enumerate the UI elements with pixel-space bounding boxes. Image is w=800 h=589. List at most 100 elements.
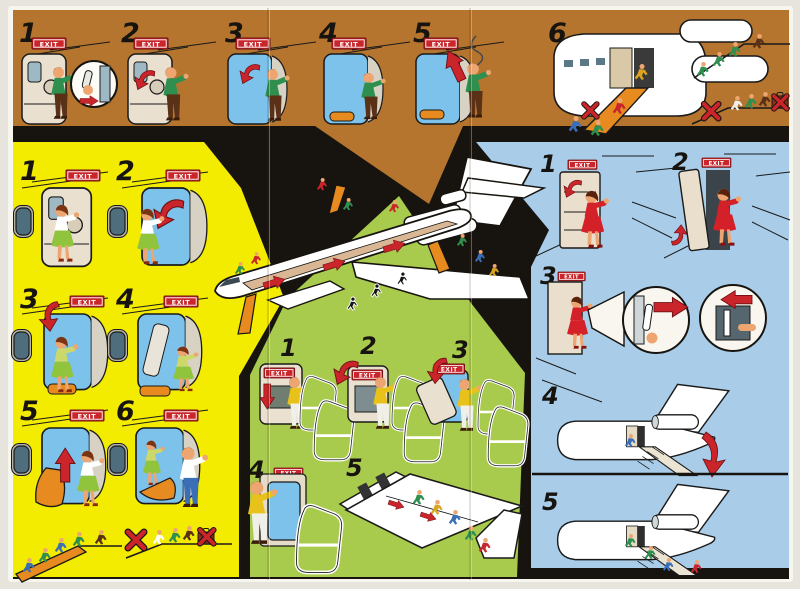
step-tile-main-1: 1 EXIT	[12, 156, 109, 268]
right-wing	[350, 261, 531, 300]
exit-sign: EXIT	[331, 37, 367, 50]
step-tile-main-4: 4 EXIT	[106, 284, 209, 397]
step-tile-overwing-3: 3 EXIT	[416, 336, 530, 468]
exit-sign: EXIT	[69, 409, 105, 422]
step-number: 2	[360, 332, 377, 360]
step-number: 6	[116, 396, 135, 427]
exit-sign-label: EXIT	[271, 371, 288, 377]
cabin-window	[106, 442, 129, 477]
step-tile-tail-1: 1 EXIT	[535, 150, 677, 257]
exit-sign-label: EXIT	[575, 163, 591, 169]
step-number: 4	[115, 284, 135, 315]
cabin-window	[106, 204, 129, 239]
slide-pack-upright	[142, 323, 170, 377]
step-number: 5	[542, 488, 559, 516]
brown-wedge	[315, 126, 463, 204]
step-tile-overwing-4: 4 EXIT	[247, 456, 344, 575]
slide-pack	[419, 109, 445, 120]
exit-sign: EXIT	[235, 37, 271, 50]
exit-sign: EXIT	[31, 37, 67, 50]
step-tile-forward-4: 4 EXIT	[318, 18, 411, 125]
step-tile-overwing-1: 1 EXIT	[259, 334, 356, 462]
step-tile-forward-5: 5 EXIT	[413, 18, 505, 125]
open-exit	[375, 472, 391, 490]
exit-sign: EXIT	[557, 271, 586, 282]
exit-sign-label: EXIT	[432, 40, 451, 48]
aircraft-evacuation-diagram	[214, 155, 547, 335]
run-clear-scene	[691, 34, 790, 125]
step-tile-main-6: 6 EXIT	[106, 396, 209, 508]
cabin-window	[106, 328, 129, 363]
cabin-floor	[242, 220, 459, 291]
exit-sign-label: EXIT	[441, 367, 458, 373]
exit-sign-label: EXIT	[142, 40, 161, 48]
step-tile-tail-5: 5	[542, 483, 730, 577]
step-tile-main-3: 3 EXIT	[10, 284, 109, 395]
exit-sign-label: EXIT	[74, 172, 93, 180]
step-tile-forward-1: 1 EXIT	[19, 18, 118, 125]
inflated-slide	[138, 477, 176, 501]
exit-sign: EXIT	[165, 169, 201, 182]
cabin-window	[10, 442, 33, 477]
slide-evacuation-scene	[14, 530, 122, 583]
step-tile-forward-2: 2 EXIT	[121, 18, 217, 125]
exit-sign-label: EXIT	[172, 412, 191, 420]
step-tile-main-5: 5 EXIT	[10, 396, 109, 508]
exit-sign: EXIT	[65, 169, 101, 182]
no-luggage-scene	[126, 526, 232, 559]
exit-sign-label: EXIT	[78, 412, 97, 420]
rear-fuselage	[553, 19, 769, 117]
exit-sign-label: EXIT	[78, 298, 97, 306]
step-number: 4	[541, 382, 559, 410]
exit-sign: EXIT	[567, 159, 598, 170]
step-number: 3	[20, 284, 39, 315]
engine-pod	[679, 19, 753, 43]
exit-sign-label: EXIT	[359, 373, 376, 379]
exit-sign-label: EXIT	[564, 275, 579, 281]
exit-sign: EXIT	[163, 295, 199, 308]
detail-magnifier	[70, 60, 118, 108]
step-tile-tail-2: 2 EXIT	[663, 148, 791, 259]
slide-pack	[139, 385, 171, 397]
exit-sign: EXIT	[133, 37, 169, 50]
slide-pack	[47, 383, 77, 395]
escape-slide	[328, 184, 347, 215]
exit-sign-label: EXIT	[244, 40, 263, 48]
opened-door	[678, 168, 710, 252]
exit-sign: EXIT	[701, 157, 732, 168]
exit-sign-label: EXIT	[340, 40, 359, 48]
step-tile-main-2: 2 EXIT	[106, 156, 209, 266]
slide-pack	[329, 111, 355, 122]
escape-slide	[14, 545, 88, 583]
cockpit-windows	[219, 277, 240, 287]
step-number: 3	[452, 336, 469, 364]
step-tile-forward-6: 6	[548, 18, 769, 137]
step-number: 1	[540, 150, 557, 178]
exit-sign: EXIT	[69, 295, 105, 308]
detail-magnifier-callout	[587, 284, 767, 354]
step-number: 2	[672, 148, 689, 176]
seat	[486, 405, 530, 468]
exit-sign-label: EXIT	[174, 172, 193, 180]
exit-sign-label: EXIT	[172, 298, 191, 306]
exit-sign: EXIT	[263, 367, 296, 379]
exit-sign: EXIT	[163, 409, 199, 422]
escape-slide	[237, 293, 257, 335]
step-number: 5	[20, 396, 39, 427]
stabilizer	[460, 177, 547, 199]
step-number: 5	[346, 454, 363, 482]
step-number: 1	[20, 156, 39, 187]
step-tile-overwing-2: 2 EXIT	[333, 332, 446, 464]
inflation-lanyard	[470, 35, 484, 67]
cabin-window	[10, 328, 33, 363]
exit-sign: EXIT	[351, 369, 384, 381]
step-number: 1	[280, 334, 297, 362]
exit-sign-label: EXIT	[40, 40, 59, 48]
escape-slide	[427, 240, 451, 274]
exit-sign: EXIT	[423, 37, 459, 50]
stair-lowering-arrow	[701, 431, 726, 478]
lower-left-wing	[266, 280, 346, 310]
open-exit	[267, 481, 301, 541]
step-tile-forward-3: 3 EXIT	[225, 18, 317, 125]
